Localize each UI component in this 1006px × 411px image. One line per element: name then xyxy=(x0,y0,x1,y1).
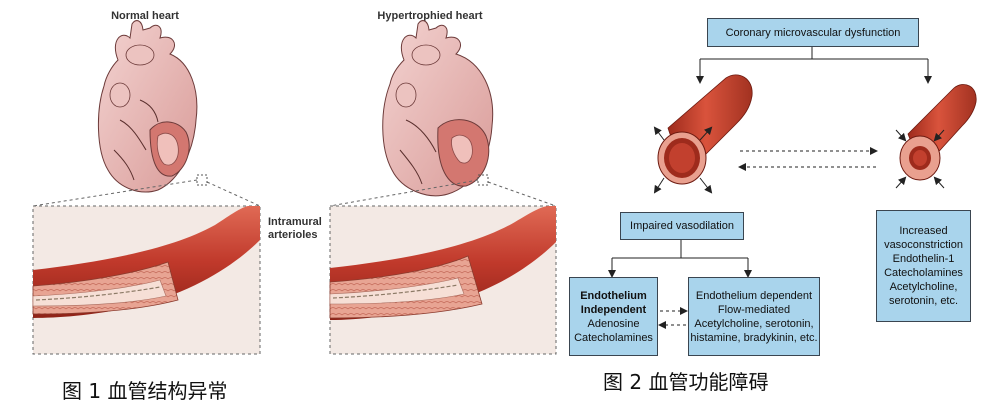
impaired-branch-lines xyxy=(608,240,752,278)
hypertrophied-heart-drawing xyxy=(382,20,494,197)
vessel-exchange-arrows xyxy=(738,147,878,171)
increased-line-1: Increased xyxy=(899,225,948,237)
hypertrophied-heart-title: Hypertrophied heart xyxy=(377,10,483,22)
endothelium-exchange-arrows xyxy=(658,307,688,329)
hypertrophied-arteriole-panel xyxy=(329,205,557,355)
coronary-microvascular-dysfunction-box: Coronary microvascular dysfunction xyxy=(707,18,919,47)
normal-arteriole-panel xyxy=(32,205,261,355)
dependent-line-4: histamine, bradykinin, etc. xyxy=(690,331,818,344)
independent-line-1: Endothelium xyxy=(580,289,647,302)
dependent-line-2: Flow-mediated xyxy=(717,303,791,316)
endothelium-independent-box: Endothelium Independent Adenosine Catech… xyxy=(569,277,658,356)
figure-1-caption: 图 1 血管结构异常 xyxy=(62,379,228,403)
dilated-vessel xyxy=(653,74,753,194)
normal-heart-title: Normal heart xyxy=(111,10,179,22)
dependent-line-3: Acetylcholine, serotonin, xyxy=(694,317,814,330)
independent-line-4: Catecholamines xyxy=(574,331,653,344)
constricted-vessel xyxy=(895,84,977,189)
increased-line-2: vasoconstriction xyxy=(884,239,963,251)
zoom-lines xyxy=(32,179,557,207)
impaired-vasodilation-box: Impaired vasodilation xyxy=(620,212,744,240)
increased-line-5: Acetylcholine, xyxy=(889,281,958,293)
increased-line-3: Endothelin-1 xyxy=(892,253,955,265)
side-label-line-2: arterioles xyxy=(268,229,318,241)
independent-line-2: Independent xyxy=(580,303,647,316)
intramural-arterioles-label: Intramural arterioles xyxy=(268,216,322,242)
independent-line-3: Adenosine xyxy=(587,317,640,330)
increased-line-6: serotonin, etc. xyxy=(888,295,959,307)
increased-line-4: Catecholamines xyxy=(884,267,963,279)
increased-vasoconstriction-box: Increased vasoconstriction Endothelin-1 … xyxy=(876,210,971,322)
top-branch-lines xyxy=(696,47,932,84)
figure-2-caption: 图 2 血管功能障碍 xyxy=(603,370,769,394)
dependent-line-1: Endothelium dependent xyxy=(695,289,813,302)
endothelium-dependent-box: Endothelium dependent Flow-mediated Acet… xyxy=(688,277,820,356)
side-label-line-1: Intramural xyxy=(268,216,322,228)
normal-heart-drawing xyxy=(97,20,208,193)
